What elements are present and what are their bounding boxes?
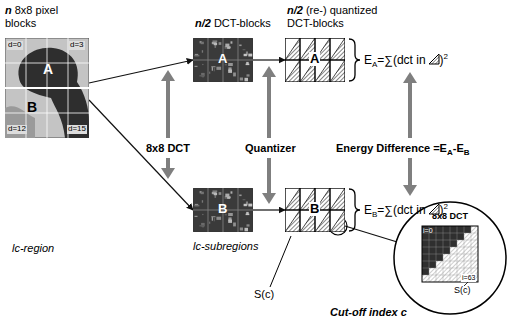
- label-text: A: [447, 148, 453, 157]
- flow-arrow: [253, 209, 285, 210]
- pixel-region-shape: [5, 38, 89, 138]
- node-text: d=3: [69, 41, 85, 50]
- label-text: E: [364, 203, 372, 217]
- brace: [349, 189, 360, 231]
- node-text: A: [218, 52, 227, 66]
- quantized-block: B: [285, 188, 345, 232]
- magnifier-circle: 8x8 DCTi=0i=63S(c): [392, 200, 508, 316]
- label-group: Cut-off index c: [330, 306, 407, 319]
- label-text: S(c): [254, 288, 274, 300]
- node-text: S(c): [454, 286, 471, 296]
- node-text: i=63: [461, 274, 476, 282]
- label-text: DCT-blocks: [214, 17, 271, 29]
- label-group: n/2DCT-blocks: [195, 17, 271, 30]
- pixel-region: d=0 d=3A Bd=12 d=15: [5, 38, 89, 138]
- label-text: n/2: [287, 4, 303, 16]
- node-text: d=15: [67, 125, 87, 134]
- label-text: n/2: [195, 17, 211, 29]
- node-text: B: [309, 202, 320, 216]
- label-group: 8x8 DCT: [146, 142, 190, 155]
- triangle-symbol: [428, 203, 440, 215]
- label-text: 8x8 DCT: [146, 142, 190, 154]
- brace: [349, 39, 360, 81]
- label-text: ): [440, 53, 444, 67]
- label-text: A: [372, 60, 377, 69]
- flow-arrow: [89, 60, 193, 83]
- label-group: Quantizer: [245, 142, 296, 155]
- node-text: d=12: [7, 125, 27, 134]
- node-text: d=0: [7, 41, 23, 50]
- label-group: lc-region: [12, 242, 54, 255]
- label-group: EA=∑(dct in)2: [364, 52, 448, 70]
- label-text: ): [440, 203, 444, 217]
- label-group: Energy Difference =EA-EB: [336, 142, 470, 158]
- label-text: Quantizer: [245, 142, 296, 154]
- label-group: S(c): [254, 288, 274, 301]
- flow-arrow: [345, 226, 396, 242]
- label-text: Cut-off index c: [330, 306, 407, 318]
- node-text: i=0: [423, 227, 433, 235]
- flow-arrow: [89, 100, 193, 210]
- label-text: 8x8 pixel blocks: [5, 4, 58, 29]
- label-text: Energy Difference =E: [336, 142, 447, 154]
- label-text: B: [464, 148, 470, 157]
- pointer-arrows: [161, 66, 417, 204]
- label-text: =∑(dct in: [377, 203, 425, 217]
- label-text: 2: [444, 52, 448, 61]
- label-text: 2: [444, 202, 448, 211]
- leader-line: [270, 236, 291, 287]
- label-text: lc-region: [12, 242, 54, 254]
- label-text: E: [364, 53, 372, 67]
- node-text: B: [218, 202, 227, 216]
- label-group: n8x8 pixel blocks: [5, 4, 77, 30]
- label-group: lc-subregions: [193, 240, 258, 253]
- quantized-block: A: [285, 38, 345, 82]
- label-text: n: [5, 4, 12, 16]
- label-group: n/2(re-) quantized DCT-blocks: [287, 4, 387, 30]
- node-text: B: [27, 100, 37, 115]
- node-text: A: [43, 62, 53, 77]
- flow-arrow: [253, 59, 285, 60]
- label-text: lc-subregions: [193, 240, 258, 252]
- node-text: A: [309, 52, 320, 66]
- label-group: EB=∑(dct in)2: [364, 202, 448, 220]
- dct-block: B: [193, 188, 253, 232]
- label-text: B: [372, 210, 377, 219]
- label-text: =∑(dct in: [377, 53, 425, 67]
- dct-block: A: [193, 38, 253, 82]
- label-text: -E: [453, 142, 464, 154]
- triangle-symbol: [428, 53, 440, 65]
